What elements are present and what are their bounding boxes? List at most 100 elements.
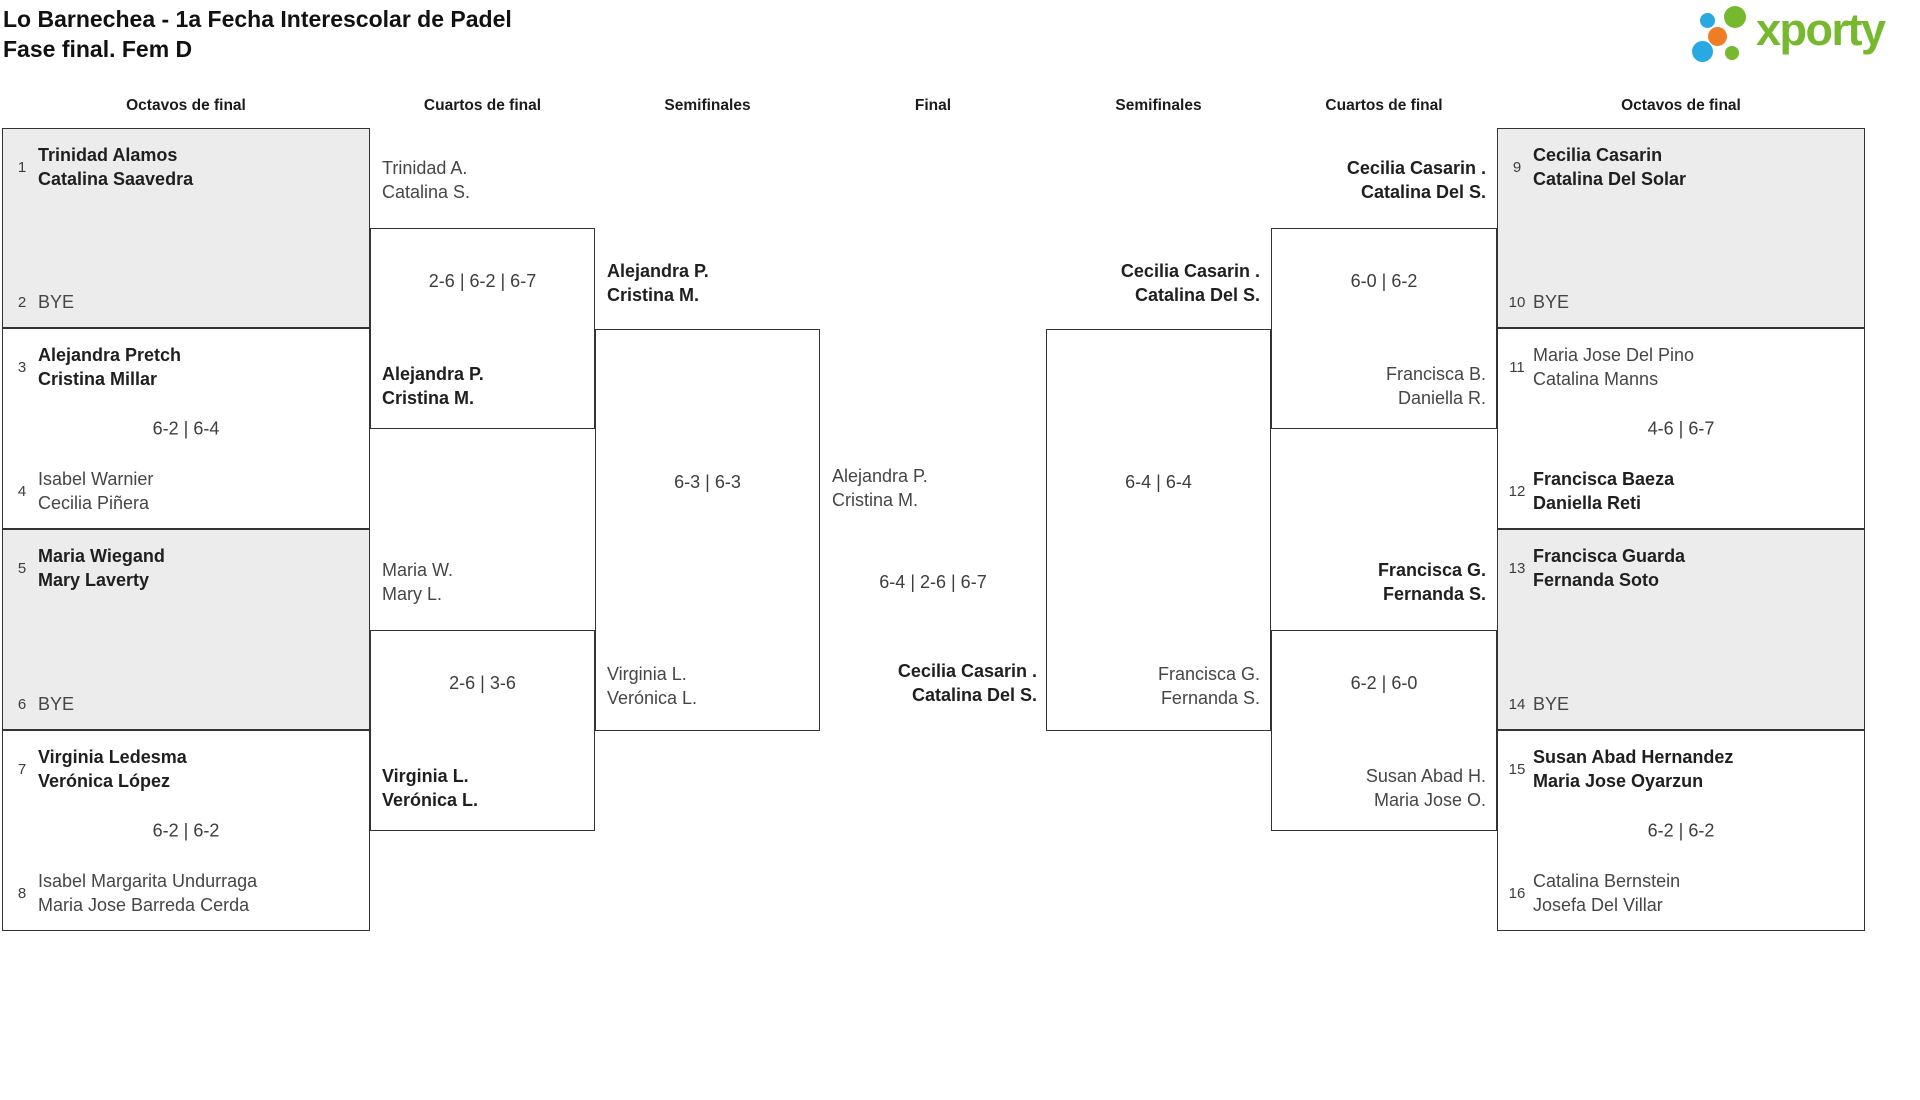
bracket-slot: 6 BYE <box>3 692 369 716</box>
match-score: 6-2 | 6-2 <box>1647 820 1715 840</box>
seed-number: 5 <box>17 559 27 577</box>
logo-dot-icon <box>1725 46 1739 60</box>
bracket-slot: 14 BYE <box>1498 692 1864 716</box>
xporty-logo[interactable]: xporty <box>1690 0 1918 66</box>
qf-right-1-team-bottom: Francisca B.Daniella R. <box>1385 364 1486 408</box>
page-subtitle: Fase final. Fem D <box>3 36 193 62</box>
seed-number: 6 <box>17 695 27 713</box>
seed-number: 15 <box>1508 760 1526 778</box>
logo-dot-icon <box>1708 27 1727 46</box>
sf-right-team-top: Cecilia Casarin .Catalina Del S. <box>1120 261 1260 305</box>
seed-number: 10 <box>1508 293 1526 311</box>
match-box-qf-right-1 <box>1271 228 1497 429</box>
final-winner: Cecilia Casarin .Catalina Del S. <box>897 661 1037 705</box>
sf-left-team-bottom: Virginia L.Verónica L. <box>607 664 698 708</box>
page-title: Lo Barnechea - 1a Fecha Interescolar de … <box>3 6 512 32</box>
match-box-qf-left-1 <box>370 228 595 429</box>
bracket-slot: 2 BYE <box>3 290 369 314</box>
match-box-qf-left-2 <box>370 630 595 831</box>
qf-left-2-score: 2-6 | 3-6 <box>449 673 516 693</box>
qf-left-2-winner: Virginia L.Verónica L. <box>382 766 479 810</box>
match-box-qf-right-2 <box>1271 630 1497 831</box>
round-header-semis-right: Semifinales <box>1115 97 1202 114</box>
team-name: BYE <box>38 694 75 714</box>
qf-left-2-team-top: Maria W.Mary L. <box>382 560 454 604</box>
logo-dot-icon <box>1692 41 1713 62</box>
match-score: 4-6 | 6-7 <box>1647 418 1715 438</box>
round-header-octavos-right: Octavos de final <box>1621 97 1741 114</box>
seed-number: 12 <box>1508 482 1526 500</box>
seed-number: 9 <box>1512 158 1522 176</box>
qf-left-1-score: 2-6 | 6-2 | 6-7 <box>428 271 537 291</box>
qf-left-1-winner: Alejandra P.Cristina M. <box>382 364 484 408</box>
sf-right-score: 6-4 | 6-4 <box>1125 472 1192 492</box>
seed-number: 16 <box>1508 884 1526 902</box>
match-box-sf-left <box>595 329 820 731</box>
seed-number: 8 <box>17 884 27 902</box>
round-header-octavos-left: Octavos de final <box>126 97 246 114</box>
match-score: 6-2 | 6-2 <box>152 820 220 840</box>
logo-dot-icon <box>1700 13 1715 28</box>
seed-number: 7 <box>17 760 27 778</box>
logo-wordmark: xporty <box>1756 4 1886 55</box>
bracket-slot: 10 BYE <box>1498 290 1864 314</box>
sf-left-team-top: Alejandra P.Cristina M. <box>607 261 709 305</box>
round-header-semis-left: Semifinales <box>664 97 751 114</box>
match-box-sf-right <box>1046 329 1271 731</box>
seed-number: 13 <box>1508 559 1526 577</box>
qf-right-2-score: 6-2 | 6-0 <box>1350 673 1418 693</box>
qf-right-2-team-bottom: Susan Abad H.Maria Jose O. <box>1365 766 1486 810</box>
team-name: BYE <box>38 292 75 312</box>
seed-number: 2 <box>17 293 27 311</box>
qf-right-1-score: 6-0 | 6-2 <box>1350 271 1418 291</box>
round-header-final: Final <box>914 97 952 114</box>
sf-right-team-bottom: Francisca G.Fernanda S. <box>1157 664 1260 708</box>
page-title-block: Lo Barnechea - 1a Fecha Interescolar de … <box>3 4 512 64</box>
seed-number: 11 <box>1509 358 1525 376</box>
qf-left-1-team-top: Trinidad A.Catalina S. <box>382 158 471 202</box>
seed-number: 1 <box>17 158 27 176</box>
final-team-left: Alejandra P.Cristina M. <box>832 466 928 510</box>
seed-number: 3 <box>17 358 27 376</box>
seed-number: 14 <box>1508 695 1526 713</box>
round-header-cuartos-left: Cuartos de final <box>423 97 542 114</box>
seed-number: 4 <box>17 482 27 500</box>
logo-dot-icon <box>1724 6 1746 28</box>
team-name: BYE <box>1533 694 1570 714</box>
qf-right-1-winner: Cecilia Casarin .Catalina Del S. <box>1346 158 1486 202</box>
qf-right-2-winner: Francisca G.Fernanda S. <box>1377 560 1486 604</box>
sf-left-score: 6-3 | 6-3 <box>674 472 741 492</box>
match-score: 6-2 | 6-4 <box>152 418 220 438</box>
